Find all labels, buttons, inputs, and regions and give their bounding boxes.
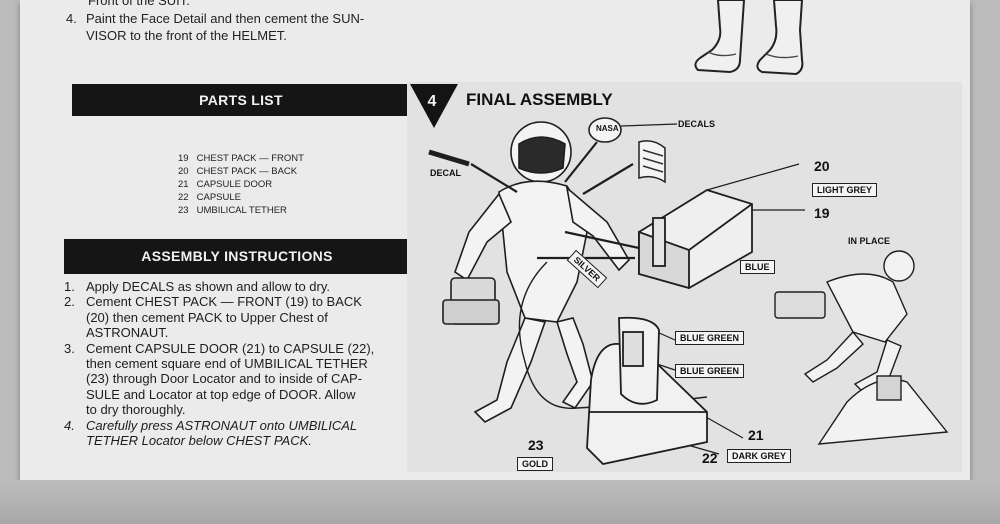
flag-decal bbox=[638, 140, 666, 184]
part-number-20: 20 bbox=[814, 158, 830, 174]
prev-step-4-cont: VISOR to the front of the HELMET. bbox=[86, 28, 287, 43]
capsule-part bbox=[586, 316, 708, 465]
assembly-step-3-line: (23) through Door Locator and to inside … bbox=[86, 371, 363, 387]
part-number-19: 19 bbox=[814, 205, 830, 221]
assembly-step-3: 3.Cement CAPSULE DOOR (21) to CAPSULE (2… bbox=[64, 340, 375, 356]
nasa-decal bbox=[588, 117, 622, 143]
assembly-step-1: 1.Apply DECALS as shown and allow to dry… bbox=[64, 279, 330, 294]
step-number-triangle: 4 bbox=[410, 84, 458, 128]
label-decals: DECALS bbox=[678, 119, 716, 129]
astronaut-boots-illustration bbox=[694, 0, 804, 76]
assembly-step-2: 2.Cement CHEST PACK — FRONT (19) to BACK bbox=[64, 294, 362, 310]
parts-list: 19 CHEST PACK — FRONT 20 CHEST PACK — BA… bbox=[178, 152, 304, 217]
assembly-step-3-line: SULE and Locator at top edge of DOOR. Al… bbox=[86, 386, 356, 402]
label-decal: DECAL bbox=[430, 168, 461, 178]
parts-list-item: 20 CHEST PACK — BACK bbox=[178, 166, 298, 177]
label-gold: GOLD bbox=[517, 457, 553, 471]
label-blue: BLUE bbox=[740, 260, 775, 274]
label-light-grey: LIGHT GREY bbox=[812, 183, 878, 197]
prev-step-line0: Front of the SUIT. bbox=[88, 0, 190, 8]
assembly-instructions-header: ASSEMBLY INSTRUCTIONS bbox=[64, 239, 410, 274]
assembly-steps: 1.Apply DECALS as shown and allow to dry… bbox=[64, 279, 409, 448]
astronaut-figure bbox=[442, 121, 631, 423]
parts-list-item: 21 CAPSULE DOOR bbox=[178, 179, 273, 190]
assembly-step-4-line: TETHER Locator below CHEST PACK. bbox=[86, 433, 312, 449]
assembly-step-3-line: then cement square end of UMBILICAL TETH… bbox=[86, 356, 368, 372]
assembly-step-2-line: ASTRONAUT. bbox=[86, 325, 169, 341]
label-nasa: NASA bbox=[596, 124, 619, 133]
parts-list-item: 19 CHEST PACK — FRONT bbox=[178, 153, 304, 164]
assembly-step-3-line: to dry thoroughly. bbox=[86, 402, 186, 418]
final-assembly-title: FINAL ASSEMBLY bbox=[466, 90, 613, 109]
label-blue-green-2: BLUE GREEN bbox=[675, 364, 745, 378]
part-number-22: 22 bbox=[702, 450, 718, 466]
prev-step-4: 4.Paint the Face Detail and then cement … bbox=[66, 11, 365, 26]
assembly-step-4: 4.Carefully press ASTRONAUT onto UMBILIC… bbox=[64, 417, 358, 433]
parts-list-item: 23 UMBILICAL TETHER bbox=[178, 205, 287, 216]
parts-list-item: 22 CAPSULE bbox=[178, 192, 241, 203]
chest-pack-part bbox=[638, 189, 753, 290]
step-number-text: 4 bbox=[428, 93, 437, 110]
part-number-23: 23 bbox=[528, 437, 544, 453]
assembly-step-2-line: (20) then cement PACK to Upper Chest of bbox=[86, 309, 328, 325]
decal-strip bbox=[428, 149, 470, 167]
label-blue-green-1: BLUE GREEN bbox=[675, 331, 745, 345]
table-surface bbox=[0, 480, 1000, 524]
part-number-21: 21 bbox=[748, 427, 764, 443]
label-dark-grey: DARK GREY bbox=[727, 449, 792, 463]
final-assembly-illustration bbox=[428, 117, 949, 465]
parts-list-header: PARTS LIST bbox=[72, 84, 410, 116]
in-place-figure bbox=[774, 250, 949, 445]
label-in-place: IN PLACE bbox=[848, 236, 891, 246]
